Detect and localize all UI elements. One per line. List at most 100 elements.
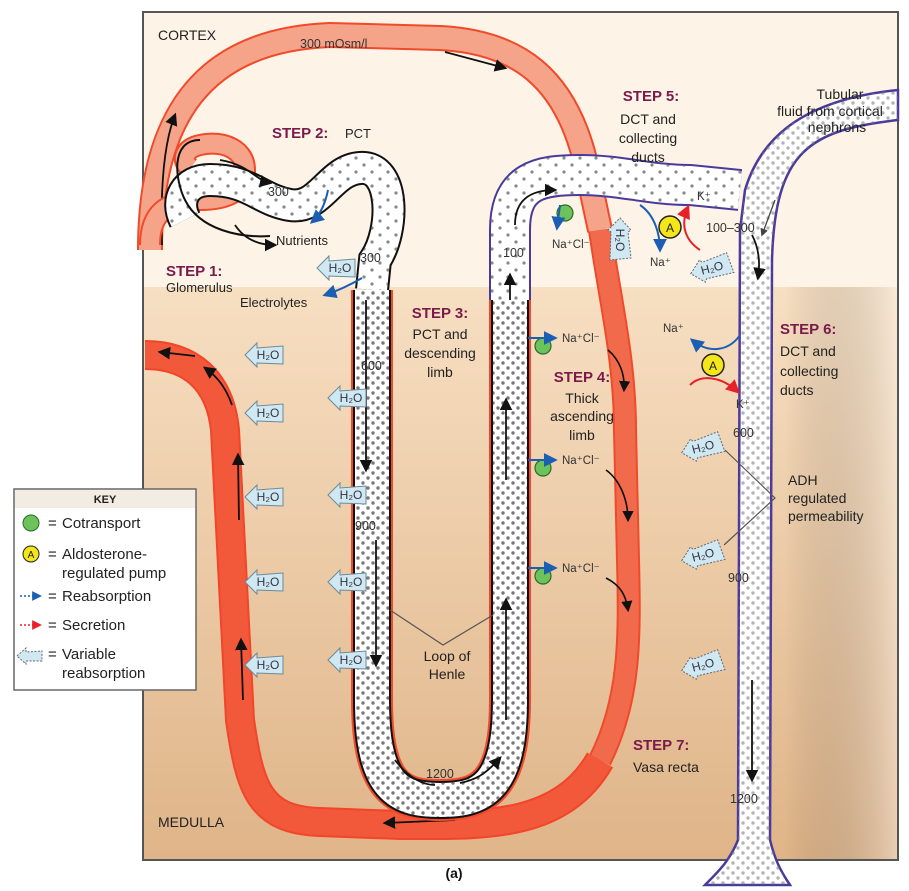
svg-text:nephrons: nephrons	[808, 119, 866, 135]
loop-of-henle-line2: Henle	[429, 666, 466, 682]
h2o-label: H₂O	[329, 261, 352, 275]
reabsorption-arrow	[639, 204, 667, 253]
svg-text:limb: limb	[569, 427, 595, 443]
h2o-label: H₂O	[699, 258, 725, 277]
water-reabsorption-arrow: H₂O	[244, 483, 284, 511]
step-4-label: STEP 4: Thick ascending limb	[550, 369, 614, 443]
svg-text:permeability: permeability	[788, 508, 863, 524]
svg-text:Tubular: Tubular	[817, 86, 864, 102]
osmolarity-pct-start: 300	[268, 185, 289, 199]
svg-text:ascending: ascending	[550, 408, 614, 424]
variable-reabsorption-blob: H₂O	[681, 649, 726, 680]
h2o-label: H₂O	[257, 406, 280, 420]
svg-text:=: =	[48, 588, 57, 605]
svg-text:reabsorption: reabsorption	[62, 665, 145, 682]
step-7-label: STEP 7: Vasa recta	[633, 737, 699, 775]
svg-text:=: =	[48, 515, 57, 532]
h2o-label: H₂O	[340, 653, 363, 667]
svg-text:PCT and: PCT and	[413, 326, 468, 342]
nacl-label: Na⁺Cl⁻	[562, 455, 600, 467]
variable-reabsorption-blob: H₂O	[681, 539, 726, 570]
na-label: Na⁺	[650, 257, 671, 269]
osmolarity-descending-mid: 600	[361, 359, 382, 373]
vasa-recta-descending	[588, 228, 641, 766]
h2o-label: H₂O	[690, 545, 716, 564]
svg-text:STEP 2:: STEP 2:	[272, 125, 328, 142]
nacl-label: Na⁺Cl⁻	[562, 563, 600, 575]
legend-item-aldosterone-pump: A = Aldosterone- regulated pump	[22, 545, 166, 582]
h2o-label: H₂O	[257, 575, 280, 589]
svg-text:collecting: collecting	[619, 130, 677, 146]
svg-text:A: A	[666, 221, 674, 235]
h2o-label: H₂O	[690, 437, 716, 456]
osmolarity-collecting-low: 900	[728, 571, 749, 585]
pct-reabsorption: Nutrients Electrolytes	[240, 189, 363, 310]
flow-arrow	[514, 183, 558, 226]
svg-text:limb: limb	[427, 364, 453, 380]
adh-callout: ADH regulated permeability	[723, 449, 863, 546]
cotransport-symbol	[534, 337, 552, 355]
aldosterone-pump-icon	[22, 545, 40, 563]
h2o-label: H₂O	[613, 229, 627, 252]
svg-text:STEP 3:: STEP 3:	[412, 305, 468, 322]
flow-arrow	[607, 349, 631, 393]
flow-arrow	[234, 224, 278, 252]
secretion-arrow	[689, 377, 741, 394]
figure-label: (a)	[445, 865, 462, 881]
legend-item-secretion: = Secretion	[20, 617, 125, 634]
flow-arrow	[231, 452, 245, 521]
osmolarity-collecting-bottom: 1200	[730, 792, 758, 806]
osmolarity-values: 300 300 600 900 1200 100 100–300 600 900…	[268, 185, 758, 806]
k-label: K⁺	[736, 399, 750, 411]
flow-arrow	[157, 346, 196, 360]
svg-text:Secretion: Secretion	[62, 617, 125, 634]
flow-arrow	[444, 51, 508, 72]
frame-border	[142, 11, 899, 861]
loop-of-henle-line1: Loop of	[424, 648, 471, 664]
svg-text:=: =	[48, 617, 57, 634]
water-reabsorption-arrow: H₂O	[327, 384, 367, 412]
cotransport-symbol	[534, 567, 552, 585]
h2o-label: H₂O	[690, 655, 716, 674]
tubular-fluid-callout: Tubular fluid from cortical nephrons	[777, 86, 883, 135]
aldosterone-pumps: A Na⁺ K⁺ A Na⁺ K⁺	[639, 191, 750, 411]
variable-reabsorption-blob: H₂O	[681, 431, 726, 462]
legend-item-reabsorption: = Reabsorption	[20, 588, 151, 605]
proximal-convoluted-tubule	[164, 139, 406, 292]
h2o-label: H₂O	[257, 658, 280, 672]
svg-text:STEP 7:: STEP 7:	[633, 737, 689, 754]
svg-text:=: =	[48, 646, 57, 663]
svg-text:STEP 1:: STEP 1:	[166, 263, 222, 280]
legend-item-variable-reabsorption: = Variable reabsorption	[16, 646, 145, 682]
distal-convoluted-tubule	[489, 153, 743, 300]
blood-osmolarity-label: 300 mOsm/l	[300, 37, 367, 51]
flow-arrow	[235, 637, 248, 701]
osmolarity-loop-bottom: 1200	[426, 767, 454, 781]
na-label: Na⁺	[663, 323, 684, 335]
h2o-label: H₂O	[257, 348, 280, 362]
reabsorption-arrow	[689, 334, 741, 353]
electrolytes-label: Electrolytes	[240, 295, 308, 310]
step-3-label: STEP 3: PCT and descending limb	[404, 305, 476, 380]
water-reabsorption-arrow: H₂O	[327, 481, 367, 509]
svg-text:regulated pump: regulated pump	[62, 565, 166, 582]
water-reabsorption-arrow: H₂O	[244, 341, 284, 369]
water-reabsorption-arrow: H₂O	[244, 568, 284, 596]
nacl-label: Na⁺Cl⁻	[562, 333, 600, 345]
collecting-duct	[701, 88, 900, 887]
h2o-label: H₂O	[340, 391, 363, 405]
loop-of-henle-tubule	[351, 290, 531, 822]
svg-text:Variable: Variable	[62, 646, 116, 663]
legend-key: KEY = Cotransport A = Aldosterone- regul…	[13, 488, 197, 691]
nutrients-label: Nutrients	[276, 233, 329, 248]
h2o-label: H₂O	[257, 490, 280, 504]
svg-text:ducts: ducts	[631, 149, 664, 165]
flow-arrow	[459, 756, 502, 784]
svg-text:descending: descending	[404, 345, 476, 361]
aldosterone-pump-symbol	[658, 215, 682, 239]
svg-text:=: =	[48, 546, 57, 563]
reabsorption-arrow	[309, 189, 329, 224]
flow-arrow	[751, 234, 766, 281]
svg-text:PCT: PCT	[345, 126, 371, 141]
svg-text:Cotransport: Cotransport	[62, 515, 141, 532]
